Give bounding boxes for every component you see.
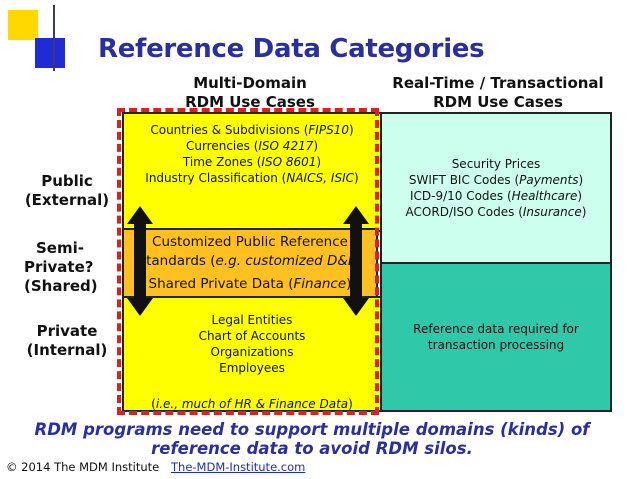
cell-private-realtime: Reference data required for transaction … <box>380 262 612 412</box>
cell-line: Time Zones (ISO 8601) <box>182 155 322 169</box>
copyright: © 2014 The MDM Institute <box>6 460 160 474</box>
arrow-shaft <box>134 223 146 299</box>
row-label-line: (Internal) <box>26 341 108 359</box>
cell-line: ICD-9/10 Codes (Healthcare) <box>409 189 583 203</box>
cell-line: (i.e., much of HR & Finance Data) <box>151 397 353 411</box>
row-label-line: (External) <box>24 191 110 209</box>
cell-line: Legal Entities <box>211 313 293 327</box>
cell-line: Industry Classification (NAICS, ISIC) <box>145 171 359 185</box>
column-header-line: Multi-Domain <box>193 74 307 92</box>
multi-domain-highlight-border <box>117 108 379 415</box>
column-header-line: RDM Use Cases <box>433 93 563 111</box>
cell-line: Chart of Accounts <box>198 329 306 343</box>
column-header-realtime: Real-Time / Transactional RDM Use Cases <box>380 74 616 112</box>
summary-line: reference data to avoid RDM silos. <box>151 439 473 458</box>
arrow-up-icon <box>127 206 153 224</box>
cell-line: Currencies (ISO 4217) <box>185 139 319 153</box>
row-label-line: Private? <box>24 258 94 276</box>
cell-line: SWIFT BIC Codes (Payments) <box>408 173 584 187</box>
cell-line: Security Prices <box>451 157 541 171</box>
row-label-private: Private (Internal) <box>22 322 112 360</box>
cell-line: Reference data required for <box>413 322 579 336</box>
logo-line <box>53 5 55 71</box>
cell-line: ACORD/ISO Codes (Insurance) <box>405 205 587 219</box>
row-label-semi-private: Semi- Private? (Shared) <box>24 239 114 296</box>
cell-line: Employees <box>219 361 285 375</box>
cell-line: Countries & Subdivisions (FIPS10) <box>150 123 354 137</box>
logo-blue-square <box>35 38 65 68</box>
row-label-public: Public (External) <box>22 172 112 210</box>
summary-line: RDM programs need to support multiple do… <box>34 420 590 439</box>
column-header-line: RDM Use Cases <box>185 93 315 111</box>
cell-line: Customized Public Reference <box>152 233 348 250</box>
column-header-line: Real-Time / Transactional <box>392 74 604 92</box>
page-title: Reference Data Categories <box>98 34 485 64</box>
arrow-shaft <box>350 223 362 299</box>
row-label-line: Public <box>41 172 93 190</box>
column-header-multi-domain: Multi-Domain RDM Use Cases <box>160 74 340 112</box>
row-label-line: Private <box>36 322 98 340</box>
website-link[interactable]: The-MDM-Institute.com <box>171 460 306 474</box>
row-label-line: (Shared) <box>24 277 98 295</box>
arrow-down-icon <box>343 298 369 316</box>
summary-statement: RDM programs need to support multiple do… <box>12 420 612 458</box>
cell-line: transaction processing <box>427 338 565 352</box>
cell-public-realtime: Security Prices SWIFT BIC Codes (Payment… <box>380 112 612 264</box>
arrow-down-icon <box>127 298 153 316</box>
arrow-up-icon <box>343 206 369 224</box>
row-label-line: Semi- <box>36 239 84 257</box>
cell-line: Shared Private Data (Finance) <box>148 275 352 292</box>
logo-yellow-square <box>8 10 38 40</box>
cell-line: Organizations <box>210 345 294 359</box>
